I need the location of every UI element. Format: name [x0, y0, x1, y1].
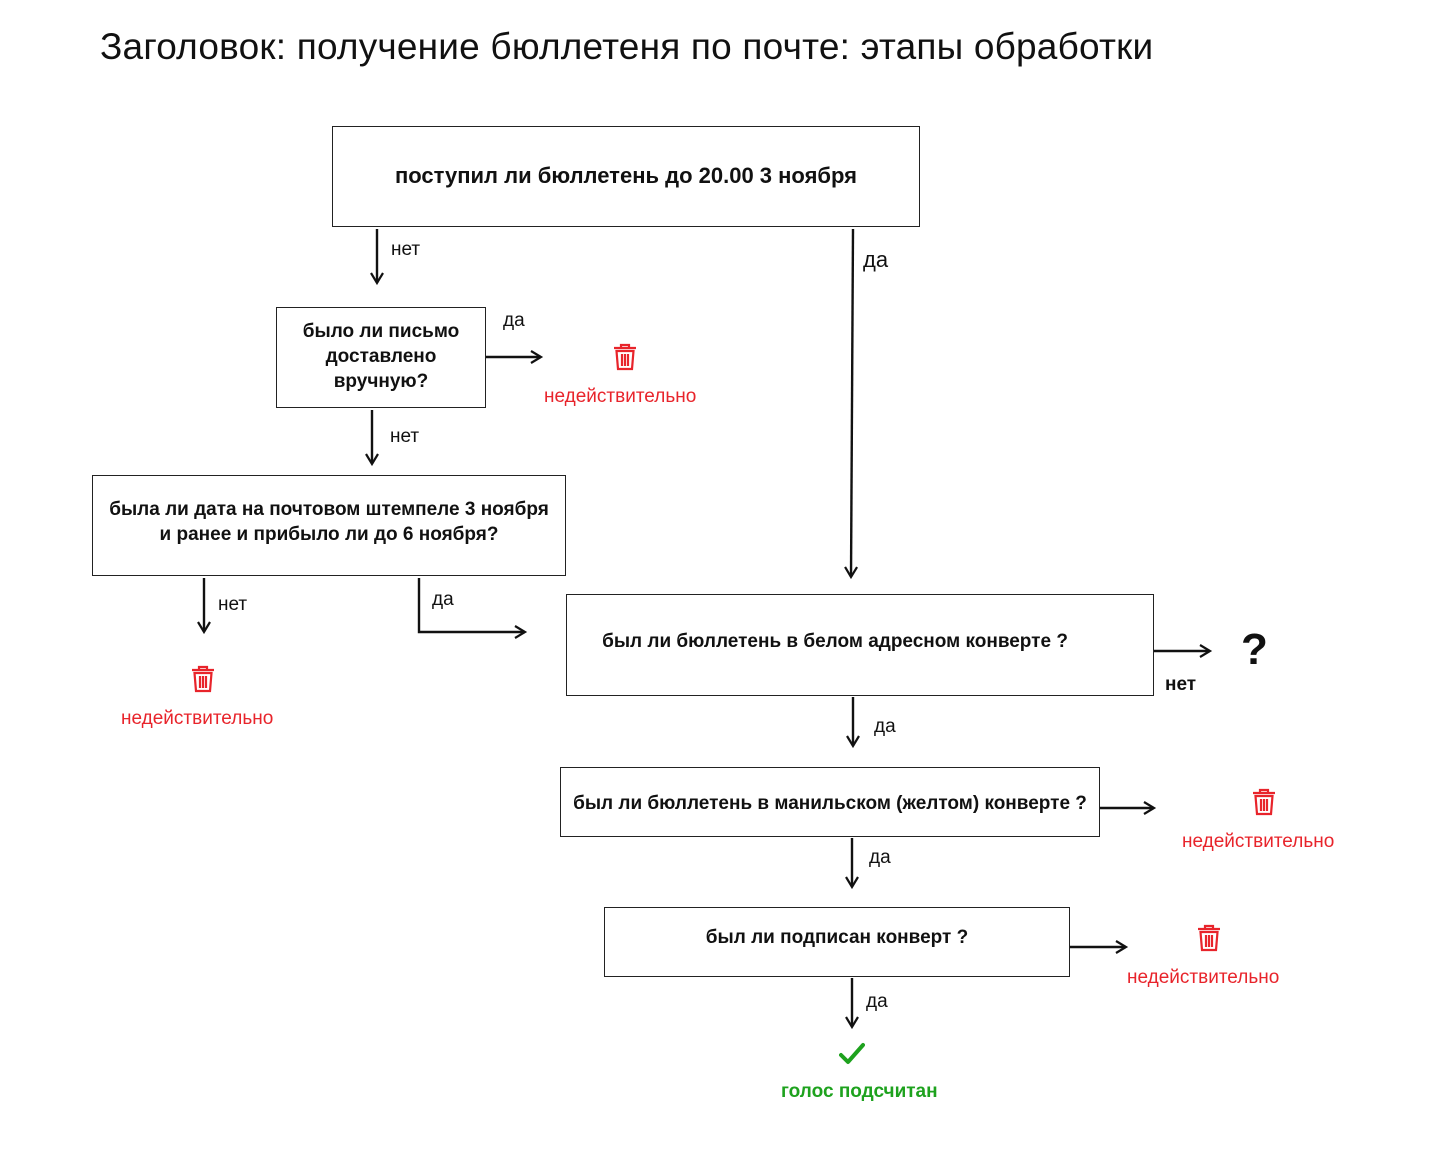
- edge-label-q4-no: нет: [1165, 674, 1197, 695]
- edge-label-q4-yes: да: [874, 716, 896, 737]
- arrow-q1-yes: [844, 228, 858, 580]
- decision-hand-delivered: было ли письмо доставлено вручную?: [276, 307, 486, 408]
- edge-label-q2-no: нет: [390, 426, 420, 447]
- edge-label-q3-no: нет: [218, 594, 248, 615]
- outcome-unknown: ?: [1241, 625, 1268, 674]
- edge-label-q1-yes: да: [863, 247, 889, 272]
- trash-icon: [1252, 788, 1276, 821]
- trash-icon: [1197, 924, 1221, 957]
- edge-label-q5-yes: да: [869, 847, 891, 868]
- edge-label-q1-no: нет: [391, 239, 421, 260]
- decision-manila-envelope: был ли бюллетень в манильском (желтом) к…: [560, 767, 1100, 837]
- outcome-vote-counted: голос подсчитан: [781, 1081, 938, 1102]
- checkmark-icon: [839, 1042, 865, 1071]
- edge-label-q2-yes: да: [503, 310, 525, 331]
- outcome-invalid-unsigned: недействительно: [1127, 967, 1280, 988]
- outcome-invalid-hand-delivered: недействительно: [544, 386, 697, 407]
- decision-white-envelope: был ли бюллетень в белом адресном конвер…: [566, 594, 1154, 696]
- outcome-invalid-postmark: недействительно: [121, 708, 274, 729]
- trash-icon: [613, 343, 637, 376]
- arrow-q3-yes: [417, 578, 528, 639]
- page-title: Заголовок: получение бюллетеня по почте:…: [100, 26, 1154, 67]
- decision-postmark-date: была ли дата на почтовом штемпеле 3 нояб…: [92, 475, 566, 576]
- edge-label-q3-yes: да: [432, 589, 454, 610]
- outcome-invalid-manila: недействительно: [1182, 831, 1335, 852]
- decision-envelope-signed: был ли подписан конверт ?: [604, 907, 1070, 977]
- trash-icon: [191, 665, 215, 698]
- decision-arrived-by-deadline: поступил ли бюллетень до 20.00 3 ноября: [332, 126, 920, 227]
- edge-label-q6-yes: да: [866, 991, 888, 1012]
